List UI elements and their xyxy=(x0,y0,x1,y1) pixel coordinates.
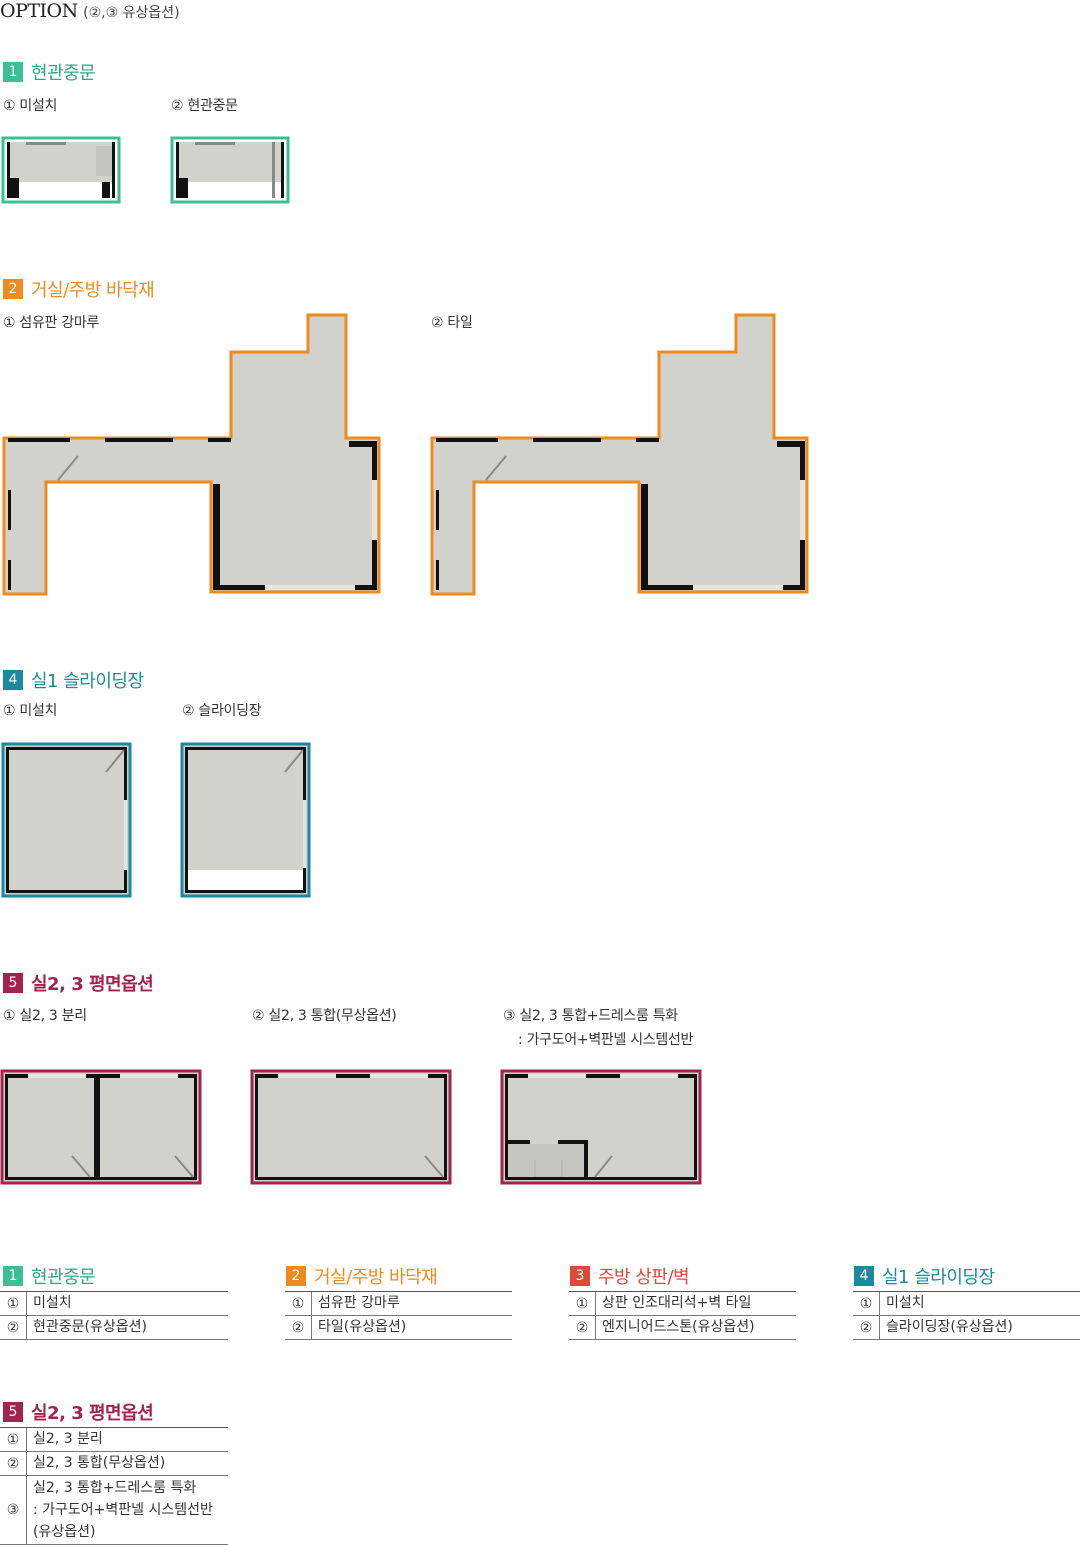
section-number: 1 xyxy=(3,62,23,82)
plan-entrance-door xyxy=(170,136,290,204)
table-4-header: 4 실1 슬라이딩장 xyxy=(854,1263,995,1289)
section-title: 현관중문 xyxy=(31,63,96,84)
section-4-header: 4 실1 슬라이딩장 xyxy=(3,667,144,693)
section-number: 4 xyxy=(3,670,23,690)
table-3-header: 3 주방 상판/벽 xyxy=(570,1263,690,1289)
table-number: 2 xyxy=(286,1266,306,1286)
section-number: 2 xyxy=(3,279,23,299)
plan-entrance-none xyxy=(1,136,121,204)
table-number: 4 xyxy=(854,1266,874,1286)
table-row: ③ 실2, 3 통합+드레스룸 특화 : 가구도어+벽판넬 시스템선반 (유상옵… xyxy=(0,1476,228,1545)
page-title: OPTION (②,③ 유상옵션) xyxy=(0,0,180,22)
option-label: ② 실2, 3 통합(무상옵션) xyxy=(252,1008,397,1024)
table-title: 주방 상판/벽 xyxy=(598,1267,690,1288)
plan-sliding-wardrobe xyxy=(180,742,311,898)
section-title: 실2, 3 평면옵션 xyxy=(31,974,154,995)
table-1-header: 1 현관중문 xyxy=(3,1263,96,1289)
option-label: ② 타일 xyxy=(431,315,473,331)
option-label: ① 실2, 3 분리 xyxy=(3,1008,87,1024)
section-2-header: 2 거실/주방 바닥재 xyxy=(3,276,155,302)
table-title: 실1 슬라이딩장 xyxy=(882,1267,995,1288)
option-label: ② 슬라이딩장 xyxy=(182,703,262,719)
title-main: OPTION xyxy=(0,0,78,22)
table-number: 1 xyxy=(3,1266,23,1286)
table-2-header: 2 거실/주방 바닥재 xyxy=(286,1263,438,1289)
table-title: 실2, 3 평면옵션 xyxy=(31,1403,154,1424)
table-title: 거실/주방 바닥재 xyxy=(314,1267,438,1288)
section-5-header: 5 실2, 3 평면옵션 xyxy=(3,970,154,996)
plan-room-merged xyxy=(250,1069,452,1185)
section-number: 5 xyxy=(3,973,23,993)
option-label: ① 미설치 xyxy=(3,703,58,719)
option-label: : 가구도어+벽판넬 시스템선반 xyxy=(518,1032,694,1048)
plan-room-separate xyxy=(0,1069,202,1185)
table-title: 현관중문 xyxy=(31,1267,96,1288)
table-number: 5 xyxy=(3,1402,23,1422)
section-title: 실1 슬라이딩장 xyxy=(31,671,144,692)
option-label: ② 현관중문 xyxy=(171,98,238,114)
title-sub: (②,③ 유상옵션) xyxy=(83,5,180,21)
plan-floor-tile xyxy=(430,313,809,596)
option-label: ① 섬유판 강마루 xyxy=(3,315,100,331)
section-1-header: 1 현관중문 xyxy=(3,59,96,85)
table-number: 3 xyxy=(570,1266,590,1286)
plan-room-dressroom xyxy=(500,1069,702,1185)
plan-sliding-none xyxy=(1,742,132,898)
option-label: ① 미설치 xyxy=(3,98,58,114)
plan-floor-wood xyxy=(2,313,381,596)
table-5-header: 5 실2, 3 평면옵션 xyxy=(3,1399,154,1425)
option-label: ③ 실2, 3 통합+드레스룸 특화 xyxy=(503,1008,678,1024)
section-title: 거실/주방 바닥재 xyxy=(31,280,155,301)
